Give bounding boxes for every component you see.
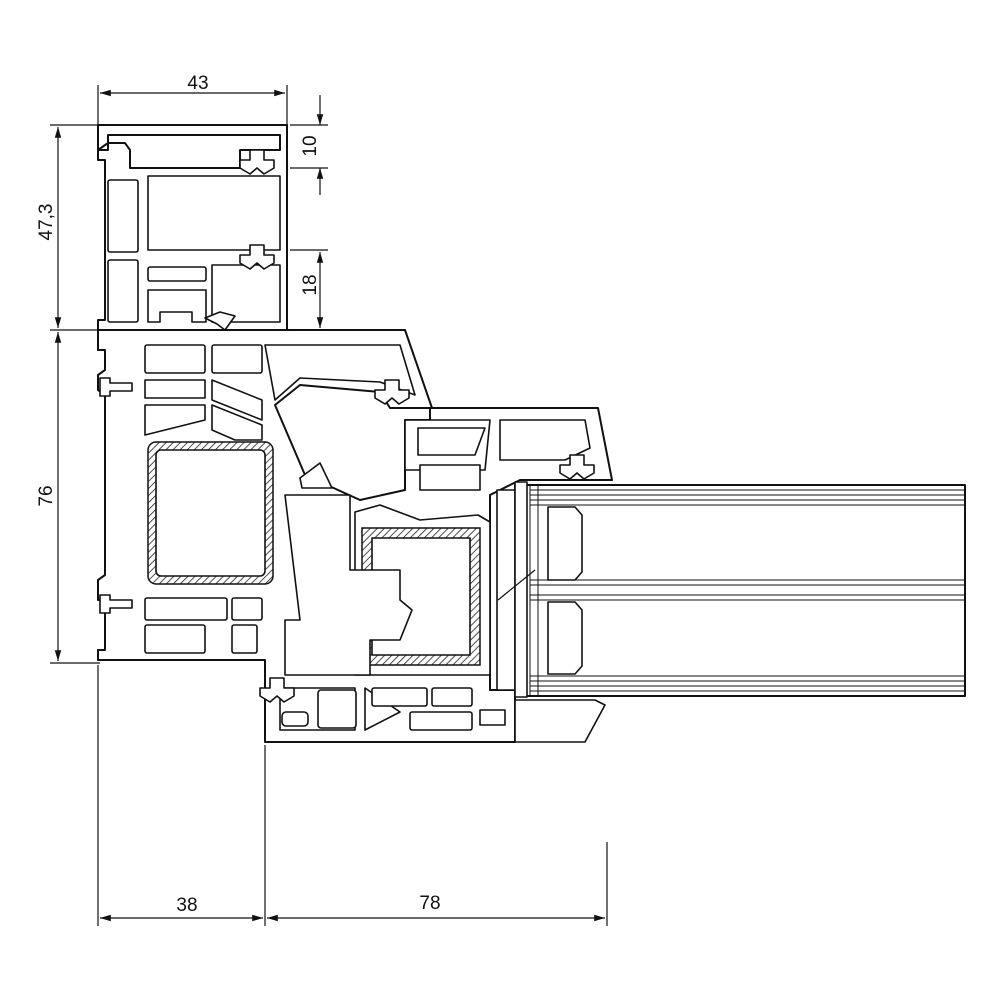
dim-top-width: 43 — [187, 73, 208, 94]
spacer-upper — [547, 506, 583, 581]
top-frame-profile — [97, 124, 288, 331]
gasket-icon — [374, 379, 410, 405]
gasket-icon — [259, 677, 295, 703]
sash-profile — [259, 419, 606, 743]
dim-left-lower: 76 — [36, 485, 57, 506]
dimension-lines — [50, 85, 608, 926]
dim-top-right-lower: 18 — [300, 274, 321, 295]
dim-bottom-right: 78 — [419, 893, 440, 914]
glazing-bead-inner — [514, 481, 528, 698]
gasket-icon — [239, 149, 275, 175]
glazing-bead — [496, 489, 516, 691]
gasket-icon — [479, 709, 506, 726]
dim-bottom-left: 38 — [176, 895, 197, 916]
dim-left-upper: 47,3 — [36, 204, 57, 241]
gasket-icon — [559, 454, 595, 480]
gasket-icon — [299, 462, 333, 489]
dim-top-right-upper: 10 — [300, 135, 321, 156]
gasket-icon — [204, 311, 236, 331]
gasket-icon — [239, 244, 275, 270]
glazing-unit — [514, 484, 966, 697]
spacer-lower — [547, 601, 583, 675]
dimension-labels: 43 10 18 47,3 76 38 78 — [36, 73, 441, 916]
